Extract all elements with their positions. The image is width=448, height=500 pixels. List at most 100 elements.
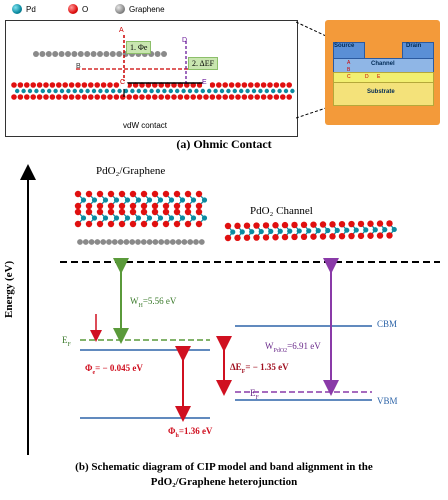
oxygen-atom — [107, 190, 115, 198]
left-ef-label: EF — [62, 335, 71, 348]
graphene-atom — [169, 239, 176, 245]
oxygen-atom — [151, 190, 159, 198]
oxygen-atom — [386, 232, 393, 239]
palladium-atom — [66, 88, 71, 94]
oxygen-atom — [85, 202, 93, 210]
palladium-atom — [162, 88, 167, 94]
palladium-atom — [123, 88, 129, 94]
oxygen-atom — [286, 94, 293, 100]
oxygen-atom — [376, 220, 384, 227]
graphene-atom — [77, 239, 83, 245]
oxygen-atom — [357, 220, 365, 228]
oxygen-atom — [139, 94, 145, 100]
oxygen-atom — [310, 221, 317, 228]
oxygen-atom — [62, 94, 68, 100]
right-ef-label: EF — [250, 388, 259, 401]
oxygen-atom — [173, 202, 181, 210]
palladium-atom — [104, 88, 110, 94]
oxygen-atom — [253, 222, 260, 229]
graphene-atom — [65, 51, 71, 57]
oxygen-atom — [132, 94, 139, 100]
graphene-atom — [82, 239, 89, 245]
energy-axis-label: Energy (eV) — [3, 260, 15, 318]
graphene-atom — [135, 239, 141, 245]
device-letter-e: E — [377, 74, 381, 80]
legend-o-label: O — [82, 5, 89, 14]
oxygen-atom — [272, 234, 279, 241]
graphene-atom — [52, 51, 59, 57]
palladium-atom — [135, 197, 142, 203]
palladium-atom — [334, 227, 340, 233]
palladium-atom — [168, 88, 173, 94]
oxygen-atom — [173, 220, 181, 228]
oxygen-atom — [88, 94, 94, 100]
oxygen-atom — [24, 94, 30, 100]
oxygen-atom — [75, 82, 81, 88]
oxygen-atom — [74, 202, 82, 210]
pdo2-channel-structure — [224, 220, 397, 242]
cbm-label: CBM — [377, 319, 398, 329]
oxygen-atom — [267, 94, 273, 100]
step2-label: 2. ΔEF — [188, 57, 219, 70]
palladium-atom — [113, 215, 120, 221]
phi-e-label: Φe= − 0.045 eV — [85, 363, 143, 376]
palladium-atom — [251, 88, 257, 94]
oxygen-atom — [216, 94, 222, 100]
palladium-atom — [34, 88, 39, 94]
oxygen-atom — [68, 94, 75, 100]
oxygen-atom — [280, 94, 286, 100]
phi-h-label: Φh=1.36 eV — [168, 426, 213, 439]
graphene-atom — [193, 239, 199, 245]
palladium-atom — [226, 88, 231, 94]
oxygen-atom — [222, 82, 228, 88]
palladium-atom — [168, 197, 175, 203]
oxygen-atom — [260, 82, 267, 88]
oxygen-atom — [113, 82, 120, 88]
graphene-atom — [33, 51, 39, 57]
oxygen-atom — [329, 221, 336, 228]
palladium-atom — [213, 88, 218, 94]
palladium-atom — [157, 215, 164, 221]
point-a-label: A — [119, 27, 124, 34]
oxygen-atom — [94, 94, 100, 100]
palladium-atom — [187, 88, 193, 94]
oxygen-atom — [24, 82, 30, 88]
marker-c — [120, 81, 128, 89]
oxygen-atom — [300, 233, 308, 240]
palladium-atom — [47, 88, 52, 94]
palladium-atom — [181, 88, 186, 94]
oxygen-atom — [11, 82, 17, 88]
contact-structure-svg — [11, 35, 295, 100]
palladium-atom — [194, 88, 199, 94]
oxygen-atom — [348, 232, 355, 240]
oxygen-atom — [74, 190, 82, 198]
point-b-label: B — [76, 63, 81, 70]
oxygen-atom — [162, 220, 170, 228]
oxygen-atom — [184, 94, 190, 100]
oxygen-atom — [386, 220, 393, 227]
oxygen-atom — [62, 82, 68, 88]
oxygen-atom — [107, 82, 113, 88]
graphene-atom — [161, 51, 167, 57]
band-alignment-diagram — [20, 164, 440, 455]
palladium-atom — [245, 88, 250, 94]
oxygen-atom — [273, 82, 280, 88]
graphene-atom — [103, 51, 110, 57]
wpdo2-label: WPdO2=6.91 eV — [265, 341, 321, 354]
palladium-atom — [72, 88, 78, 94]
delta-ef-label: ΔEF= − 1.35 eV — [230, 362, 289, 375]
oxygen-atom — [96, 220, 104, 228]
oxygen-atom — [291, 221, 298, 229]
oxygen-atom — [158, 94, 164, 100]
oxygen-atom — [94, 82, 100, 88]
palladium-atom — [268, 228, 274, 234]
palladium-atom — [306, 228, 312, 234]
oxygen-atom — [338, 233, 346, 240]
oxygen-atom — [262, 222, 270, 229]
oxygen-atom — [118, 208, 126, 216]
graphene-atom-legend-icon — [115, 4, 125, 14]
oxygen-atom — [281, 221, 289, 229]
oxygen-atom — [338, 221, 346, 228]
oxygen-atom — [118, 190, 126, 198]
oxygen-atom — [241, 82, 248, 88]
